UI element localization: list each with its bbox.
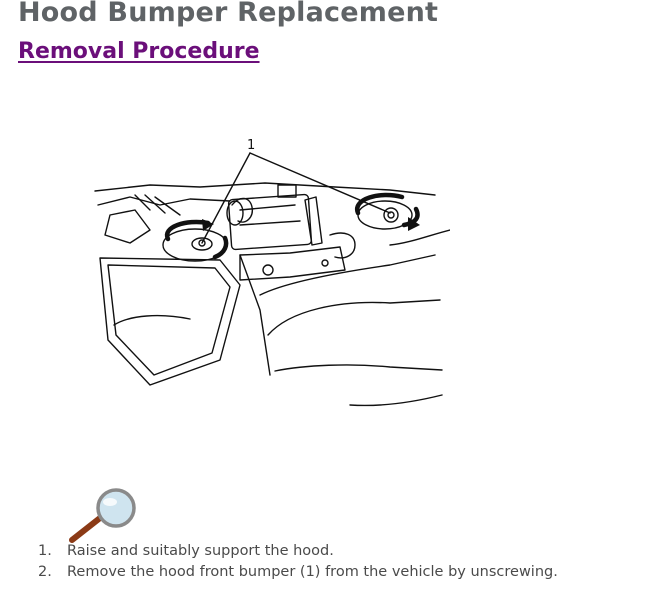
step-item: 1. Raise and suitably support the hood. xyxy=(38,541,558,562)
step-text: Remove the hood front bumper (1) from th… xyxy=(67,564,558,580)
callout-label: 1 xyxy=(247,138,255,153)
hood-bumper-illustration: 1 xyxy=(94,138,450,407)
magnifier-icon[interactable] xyxy=(66,486,146,546)
step-number: 1. xyxy=(38,543,52,559)
step-number: 2. xyxy=(38,564,52,580)
procedure-steps: 1. Raise and suitably support the hood. 2… xyxy=(38,541,558,583)
step-item: 2. Remove the hood front bumper (1) from … xyxy=(38,562,558,583)
removal-procedure-link[interactable]: Removal Procedure xyxy=(18,39,260,64)
step-text: Raise and suitably support the hood. xyxy=(67,543,334,559)
page-title: Hood Bumper Replacement xyxy=(18,0,439,28)
